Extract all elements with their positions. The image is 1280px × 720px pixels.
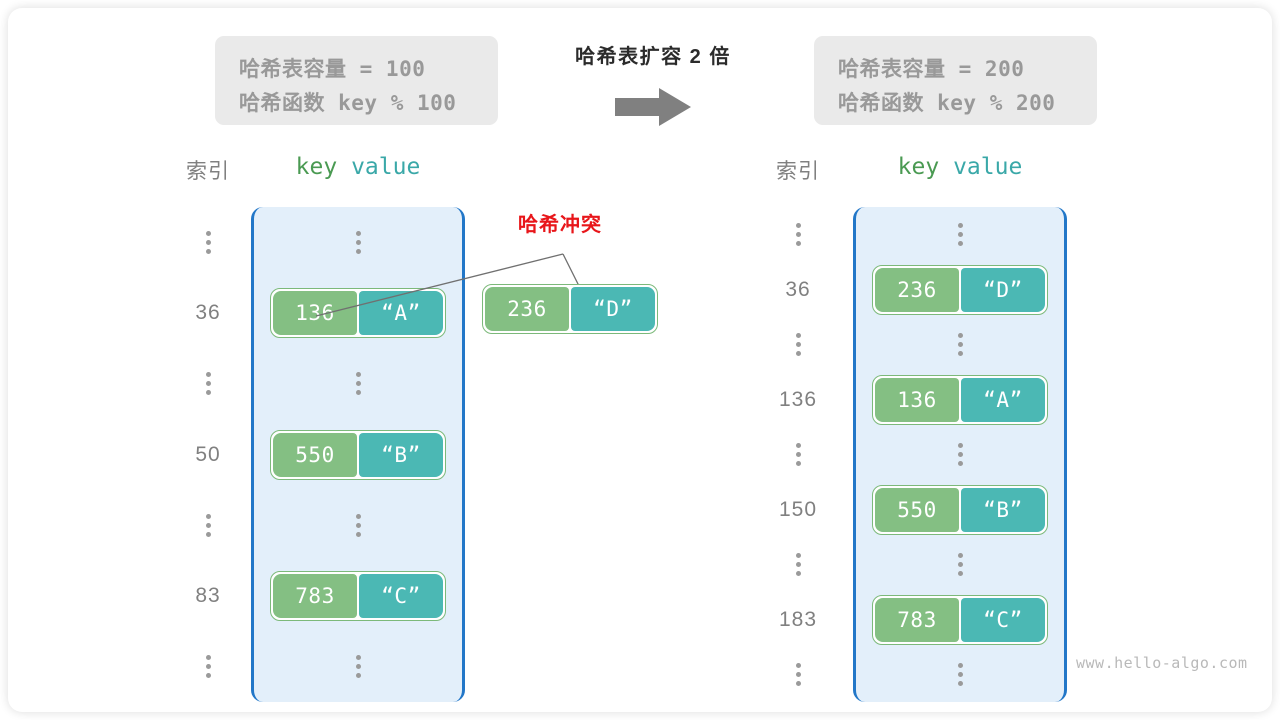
table-row: 783“C”	[853, 593, 1067, 647]
left-capacity-text: 哈希表容量 = 100	[239, 57, 426, 81]
cell-ellipsis	[355, 215, 361, 269]
cell-value: “D”	[571, 287, 655, 331]
index-ellipsis	[163, 498, 253, 552]
pair: 136“A”	[872, 374, 1048, 425]
index-label: 183	[778, 607, 818, 631]
pair: 236“D”	[872, 264, 1048, 315]
table-row: 783“C”	[251, 569, 465, 623]
cell-key: 236	[875, 267, 959, 312]
left-value-header: value	[351, 154, 421, 180]
left-index-header: 索引	[186, 160, 230, 183]
table-row-ellipsis	[251, 640, 465, 694]
right-hash-config-box: 哈希表容量 = 200 哈希函数 key % 200	[814, 36, 1097, 125]
collision-pair-cell: 236 “D”	[482, 284, 658, 334]
index-label: 136	[778, 387, 818, 411]
right-key-header: key	[897, 154, 940, 180]
cell-ellipsis	[957, 208, 963, 262]
left-key-header: key	[295, 154, 338, 180]
cell-key: 136	[875, 377, 959, 422]
index-label: 150	[778, 497, 818, 521]
index-label: 50	[195, 442, 221, 466]
pair: 550“B”	[872, 484, 1048, 535]
right-arrow-icon	[615, 88, 691, 126]
pair: 783“C”	[270, 570, 446, 621]
cell-key: 783	[273, 573, 357, 618]
cell-ellipsis	[355, 357, 361, 411]
cell-ellipsis	[957, 428, 963, 482]
table-row: 236“D”	[853, 263, 1067, 317]
cell-value: “A”	[961, 377, 1045, 422]
pair: 136“A”	[270, 288, 446, 339]
table-row-ellipsis	[251, 357, 465, 411]
right-capacity-text: 哈希表容量 = 200	[838, 57, 1025, 81]
index-ellipsis	[753, 648, 843, 702]
table-row-ellipsis	[853, 538, 1067, 592]
resize-label: 哈希表扩容 2 倍	[575, 46, 731, 68]
table-row-ellipsis	[853, 648, 1067, 702]
table-row-ellipsis	[853, 208, 1067, 262]
table-row-ellipsis	[251, 498, 465, 552]
table-row-ellipsis	[853, 318, 1067, 372]
cell-key: 783	[875, 597, 959, 642]
cell-key: 136	[273, 291, 357, 336]
cell-value: “B”	[359, 432, 443, 477]
table-row: 136“A”	[853, 373, 1067, 427]
index-label: 36	[785, 277, 811, 301]
index-ellipsis	[163, 215, 253, 269]
cell-ellipsis	[957, 318, 963, 372]
right-hashfn-text: 哈希函数 key % 200	[838, 91, 1056, 116]
pair: 783“C”	[872, 594, 1048, 645]
index-label: 83	[195, 583, 221, 607]
cell-value: “C”	[359, 573, 443, 618]
left-kv-header: key value	[251, 154, 465, 180]
cell-value: “A”	[359, 291, 443, 336]
cell-ellipsis	[957, 648, 963, 702]
table-row: 550“B”	[853, 483, 1067, 537]
cell-key: 236	[485, 287, 569, 331]
cell-value: “B”	[961, 487, 1045, 532]
pair: 236 “D”	[482, 284, 658, 334]
cell-value: “D”	[961, 267, 1045, 312]
right-value-header: value	[953, 154, 1023, 180]
cell-ellipsis	[957, 538, 963, 592]
index-ellipsis	[753, 428, 843, 482]
cell-key: 550	[875, 487, 959, 532]
left-hashfn-text: 哈希函数 key % 100	[239, 91, 457, 116]
index-ellipsis	[753, 538, 843, 592]
cell-value: “C”	[961, 597, 1045, 642]
collision-label: 哈希冲突	[518, 214, 602, 236]
index-ellipsis	[753, 208, 843, 262]
table-row: 550“B”	[251, 428, 465, 482]
table-row-ellipsis	[853, 428, 1067, 482]
index-ellipsis	[753, 318, 843, 372]
watermark: www.hello-algo.com	[1076, 654, 1248, 672]
left-hash-config-box: 哈希表容量 = 100 哈希函数 key % 100	[215, 36, 498, 125]
cell-key: 550	[273, 432, 357, 477]
right-index-header: 索引	[776, 160, 820, 183]
table-row: 136“A”	[251, 286, 465, 340]
pair: 550“B”	[270, 429, 446, 480]
diagram-card: 哈希表容量 = 100 哈希函数 key % 100 哈希表扩容 2 倍 哈希表…	[8, 8, 1272, 712]
cell-ellipsis	[355, 640, 361, 694]
table-row-ellipsis	[251, 215, 465, 269]
index-label: 36	[195, 301, 221, 325]
index-ellipsis	[163, 357, 253, 411]
right-kv-header: key value	[853, 154, 1067, 180]
cell-ellipsis	[355, 498, 361, 552]
index-ellipsis	[163, 640, 253, 694]
